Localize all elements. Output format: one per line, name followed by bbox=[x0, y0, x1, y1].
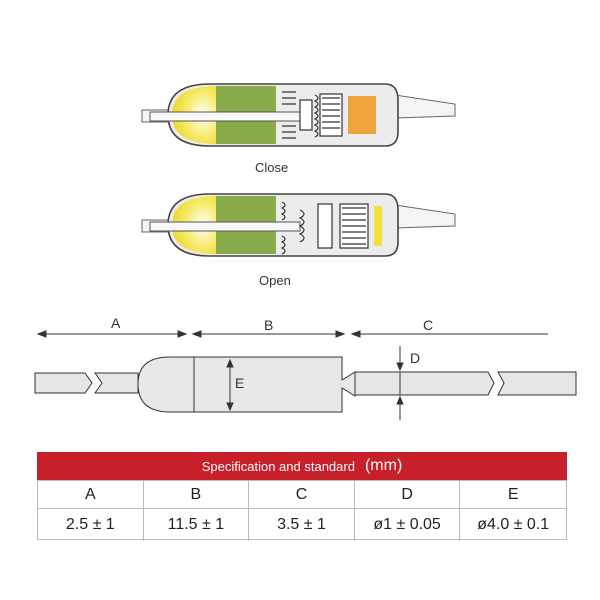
dim-label-d: D bbox=[410, 350, 421, 366]
dimension-drawing bbox=[34, 330, 577, 420]
spec-value-d: ø1 ± 0.05 bbox=[355, 509, 461, 541]
fuse-open-illustration bbox=[141, 193, 456, 257]
spec-header-d: D bbox=[354, 481, 461, 509]
spec-title-text: Specification and standard bbox=[201, 458, 355, 474]
spec-value-e: ø4.0 ± 0.1 bbox=[477, 516, 550, 533]
spec-value-b: 11.5 ± 1 bbox=[144, 509, 250, 541]
dim-label-b: B bbox=[264, 317, 274, 333]
caption-open: Open bbox=[259, 273, 291, 288]
spec-header-a: A bbox=[38, 481, 144, 509]
spec-header-e: E bbox=[460, 481, 566, 509]
spec-header-c: C bbox=[249, 481, 355, 509]
spec-unit: (mm) bbox=[364, 457, 403, 474]
spec-table: A B C D E 2.5 ± 1 11.5 ± 1 3.5 ± 1 ø1 ± … bbox=[37, 480, 567, 541]
dim-label-a: A bbox=[111, 315, 121, 331]
dim-label-c: C bbox=[423, 317, 434, 333]
spec-header-b: B bbox=[143, 481, 250, 509]
caption-close: Close bbox=[255, 160, 289, 175]
spec-table-title: Specification and standard (mm) bbox=[37, 452, 567, 480]
spec-value-a: 2.5 ± 1 bbox=[38, 509, 144, 541]
spec-value-c: 3.5 ± 1 bbox=[249, 509, 355, 541]
fuse-closed-illustration bbox=[141, 83, 456, 147]
dim-label-e: E bbox=[235, 375, 245, 391]
